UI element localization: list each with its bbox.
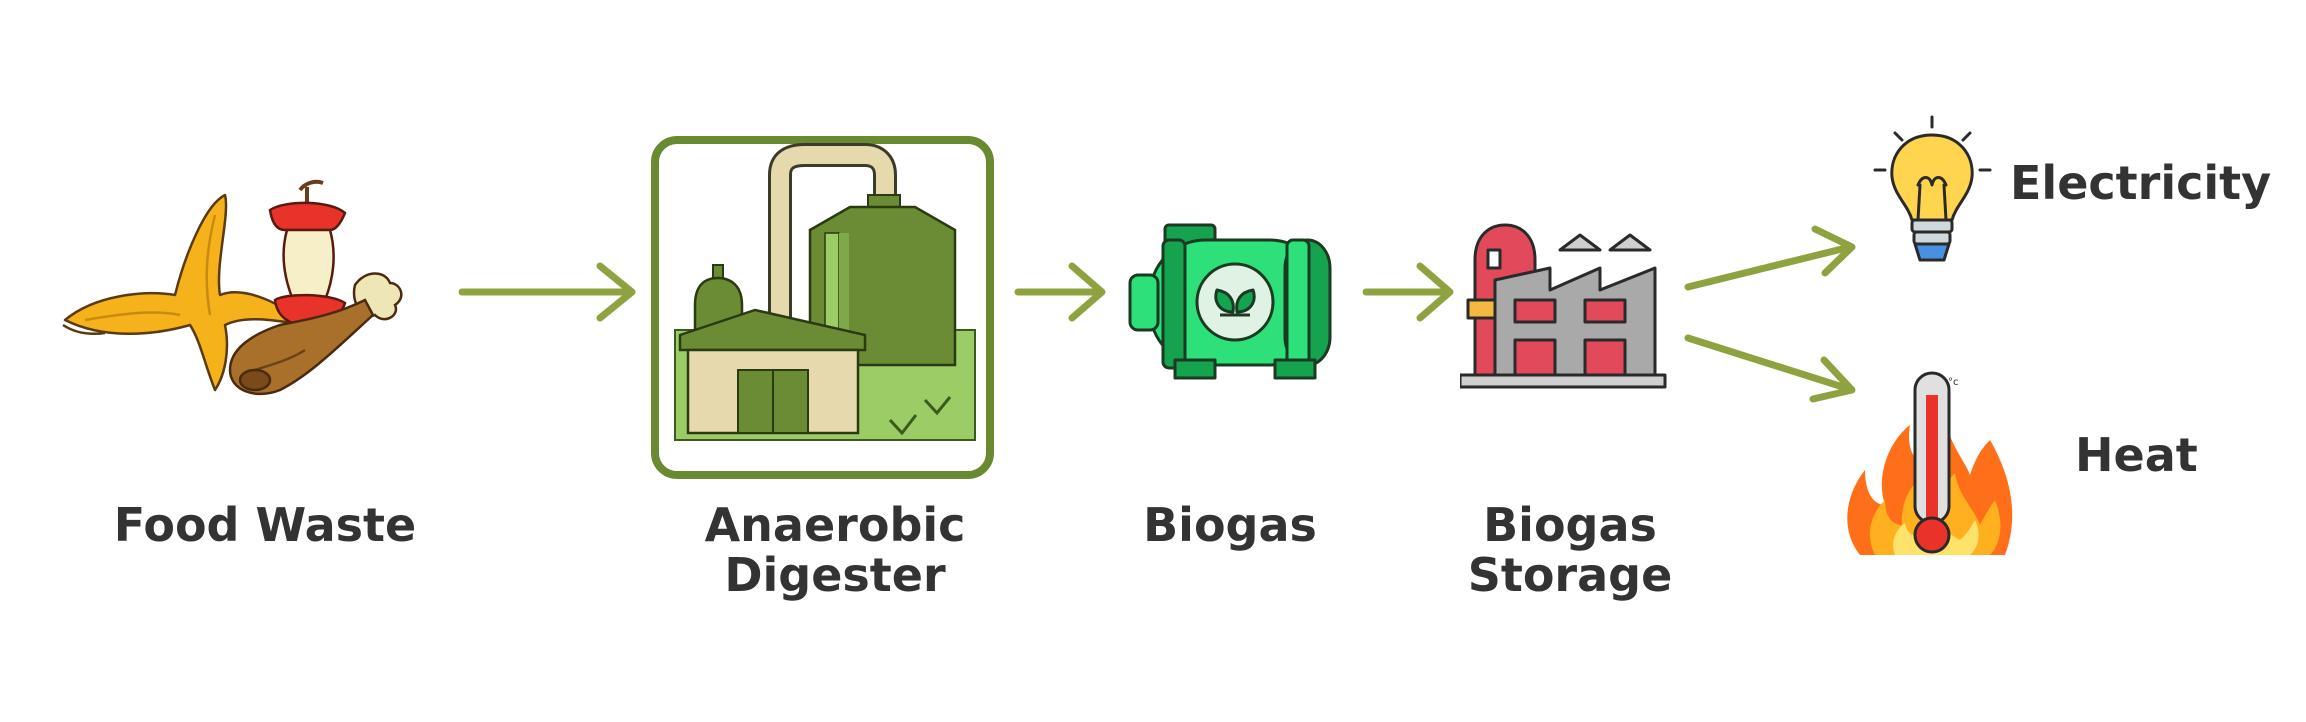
arrow-storage-to-heat bbox=[1688, 338, 1852, 399]
biogas-storage-label-line-2: Storage bbox=[1450, 550, 1690, 600]
food-waste-icon bbox=[55, 175, 435, 405]
arrow-food-to-digester bbox=[462, 266, 632, 318]
arrow-biogas-to-storage bbox=[1366, 266, 1450, 318]
thermometer-unit-label: °c bbox=[1948, 377, 1959, 388]
biogas-storage-icon bbox=[1460, 220, 1670, 390]
food-waste-label-line: Food Waste bbox=[100, 500, 430, 550]
arrow-digester-to-biogas bbox=[1018, 266, 1102, 318]
arrow-storage-to-electricity bbox=[1688, 229, 1852, 287]
anaerobic-digester-label: Anaerobic Digester bbox=[680, 500, 990, 600]
electricity-label: Electricity bbox=[2010, 158, 2271, 208]
food-waste-label: Food Waste bbox=[100, 500, 430, 550]
biogas-label: Biogas bbox=[1130, 500, 1330, 550]
biogas-storage-label: Biogas Storage bbox=[1450, 500, 1690, 600]
thermometer-fire-icon: °c bbox=[1840, 365, 2025, 560]
biogas-tank-icon bbox=[1125, 220, 1350, 385]
anaerobic-digester-label-line-2: Digester bbox=[680, 550, 990, 600]
anaerobic-digester-icon bbox=[650, 135, 995, 480]
biogas-label-line: Biogas bbox=[1130, 500, 1330, 550]
anaerobic-digester-label-line-1: Anaerobic bbox=[680, 500, 990, 550]
light-bulb-icon bbox=[1870, 115, 1995, 275]
heat-label: Heat bbox=[2075, 430, 2198, 480]
biogas-storage-label-line-1: Biogas bbox=[1450, 500, 1690, 550]
